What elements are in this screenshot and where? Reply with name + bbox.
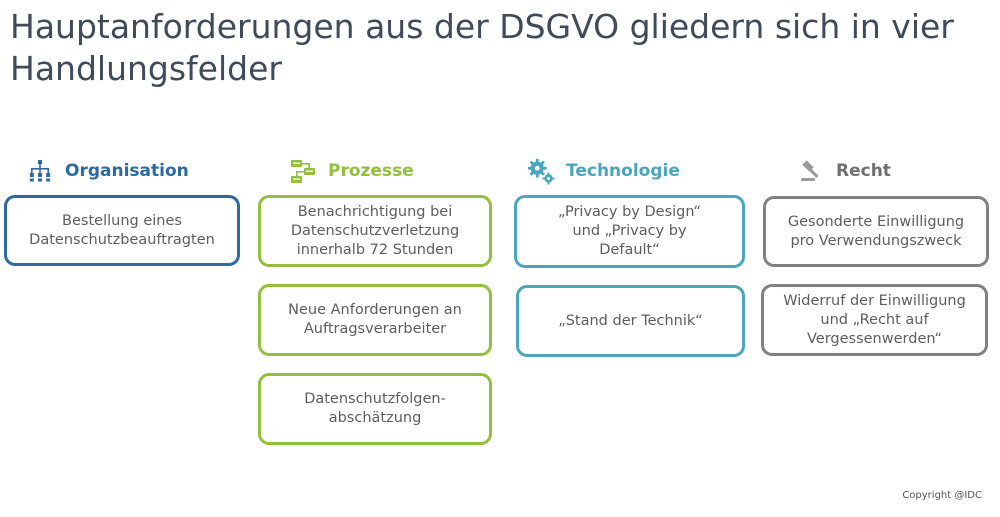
column-header-recht: Recht: [796, 155, 891, 187]
box-text: Datenschutzfolgen-abschätzung: [304, 391, 446, 426]
gavel-icon: [796, 156, 826, 186]
box-prozesse-3: Datenschutzfolgen-abschätzung: [258, 373, 492, 445]
box-recht-1: Gesonderte Einwilligung pro Verwendungsz…: [763, 196, 989, 267]
box-technologie-2: „Stand der Technik“: [516, 285, 745, 357]
process-flow-icon: [288, 156, 318, 186]
column-label-prozesse: Prozesse: [328, 161, 414, 181]
box-text: Benachrichtigung bei Datenschutzverletzu…: [290, 203, 460, 258]
box-technologie-1: „Privacy by Design“ und „Privacy by Defa…: [514, 195, 745, 268]
box-text: „Privacy by Design“ und „Privacy by Defa…: [557, 204, 702, 258]
org-chart-icon: [25, 156, 55, 186]
column-label-recht: Recht: [836, 161, 891, 181]
column-header-technologie: Technologie: [526, 155, 680, 187]
box-organisation-1: Bestellung eines Datenschutzbeauftragten: [4, 195, 240, 266]
column-header-organisation: Organisation: [25, 155, 189, 187]
copyright-notice: Copyright @IDC: [902, 490, 982, 501]
column-label-organisation: Organisation: [65, 161, 189, 181]
gears-icon: [526, 156, 556, 186]
box-text: Gesonderte Einwilligung pro Verwendungsz…: [787, 213, 965, 249]
box-recht-2: Widerruf der Einwilligung und „Recht auf…: [761, 284, 988, 356]
column-label-technologie: Technologie: [566, 161, 680, 181]
box-prozesse-2: Neue Anforderungen an Auftragsverarbeite…: [258, 284, 492, 356]
column-header-prozesse: Prozesse: [288, 155, 414, 187]
slide-title: Hauptanforderungen aus der DSGVO glieder…: [10, 7, 954, 88]
box-text: Widerruf der Einwilligung und „Recht auf…: [783, 292, 966, 347]
box-text: Neue Anforderungen an Auftragsverarbeite…: [288, 302, 462, 337]
box-prozesse-1: Benachrichtigung bei Datenschutzverletzu…: [258, 195, 492, 267]
box-text: „Stand der Technik“: [558, 312, 703, 329]
box-text: Bestellung eines Datenschutzbeauftragten: [29, 212, 215, 248]
